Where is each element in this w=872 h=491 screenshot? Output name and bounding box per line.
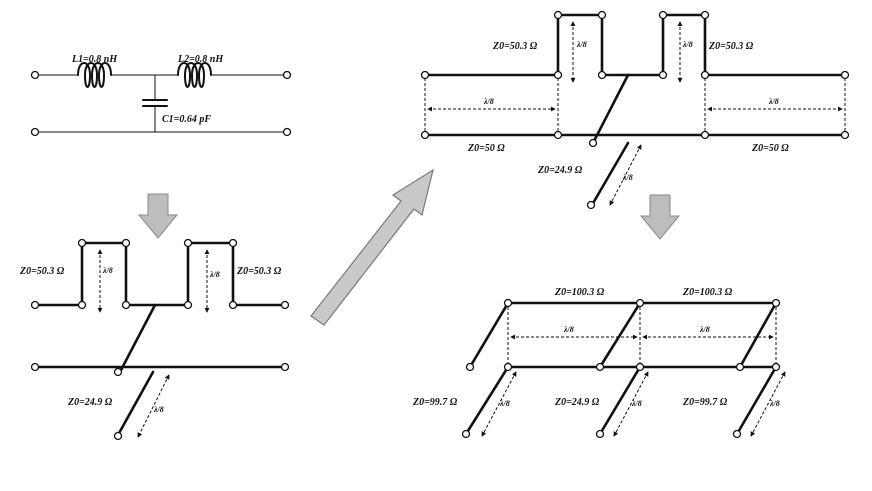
junction-node xyxy=(465,362,475,372)
label-len-stub-left: λ/8 xyxy=(576,40,587,49)
stub-node xyxy=(183,300,193,310)
final-diag-line xyxy=(738,301,778,369)
label-len-left: λ/8 xyxy=(102,266,113,275)
expanded-junction-line xyxy=(591,73,630,145)
stub-junction-line xyxy=(118,303,157,374)
port-node xyxy=(30,300,40,310)
label-z-bottom: Z0=24.9 Ω xyxy=(537,165,583,176)
label-len-bottom: λ/8 xyxy=(153,405,164,414)
junction-node xyxy=(503,298,513,308)
stub-end-node xyxy=(113,431,123,441)
label-z-bottom: Z0=24.9 Ω xyxy=(67,397,113,408)
port-node xyxy=(280,300,290,310)
port-node xyxy=(280,362,290,372)
port-node xyxy=(420,130,430,140)
stub-node xyxy=(700,70,710,80)
port-node xyxy=(840,130,850,140)
stub-open-line xyxy=(116,370,155,437)
label-z-bottom-right: Z0=99.7 Ω xyxy=(682,397,728,408)
port-node xyxy=(840,70,850,80)
junction-node xyxy=(595,362,605,372)
label-z-top-left: Z0=50.3 Ω xyxy=(492,41,538,52)
stub-node xyxy=(658,70,668,80)
stub-node xyxy=(588,138,598,148)
stub-end-node xyxy=(121,238,131,248)
label-z-bottom-left: Z0=99.7 Ω xyxy=(412,397,458,408)
inductor-l1 xyxy=(77,62,112,88)
label-l1: L1=0.8 nH xyxy=(71,54,118,65)
junction-node xyxy=(771,298,781,308)
length-arrow xyxy=(481,371,517,437)
stub-end-node xyxy=(461,429,471,439)
final-circuit: Z0=100.3 Ω Z0=100.3 Ω Z0=99.7 Ω Z0=24.9 … xyxy=(412,287,786,439)
length-arrow xyxy=(613,371,649,437)
label-len-line-right: λ/8 xyxy=(768,97,779,106)
port-node xyxy=(420,70,430,80)
label-z-bottom-mid: Z0=24.9 Ω xyxy=(554,397,600,408)
stub-node xyxy=(113,367,123,377)
stub-end-node xyxy=(183,238,193,248)
length-arrow xyxy=(609,144,642,206)
junction-node xyxy=(735,362,745,372)
inductor-l2 xyxy=(177,62,212,88)
label-z-top-right: Z0=100.3 Ω xyxy=(682,287,733,298)
junction-node xyxy=(635,362,645,372)
stub-node xyxy=(228,300,238,310)
stub-circuit: Z0=50.3 Ω Z0=50.3 Ω Z0=24.9 Ω λ/8 λ/8 λ/… xyxy=(19,238,290,441)
transform-arrow-icon xyxy=(310,168,434,326)
junction-node xyxy=(503,362,513,372)
port-node xyxy=(30,127,40,137)
stub-node xyxy=(121,300,131,310)
lumped-circuit: L1=0.8 nH L2=0.8 nH C1=0.64 pF xyxy=(30,54,292,137)
length-arrow xyxy=(137,374,170,438)
expanded-circuit: Z0=50.3 Ω Z0=50.3 Ω Z0=50 Ω Z0=50 Ω Z0=2… xyxy=(420,10,850,210)
stub-end-node xyxy=(553,10,563,20)
port-node xyxy=(30,362,40,372)
stub-main-line xyxy=(33,241,287,307)
label-len-b3: λ/8 xyxy=(769,399,780,408)
port-node xyxy=(30,70,40,80)
down-arrow-icon xyxy=(137,193,179,239)
junction-node xyxy=(771,362,781,372)
stub-node xyxy=(700,130,710,140)
stub-end-node xyxy=(228,238,238,248)
label-z-top-right: Z0=50.3 Ω xyxy=(708,41,754,52)
junction-node xyxy=(635,298,645,308)
label-l2: L2=0.8 nH xyxy=(177,54,224,65)
stub-node xyxy=(553,130,563,140)
stub-end-node xyxy=(700,10,710,20)
expanded-main-line xyxy=(423,13,847,77)
stub-end-node xyxy=(595,429,605,439)
stub-node xyxy=(553,70,563,80)
final-diag-line xyxy=(598,301,642,369)
label-z-line-right: Z0=50 Ω xyxy=(751,143,789,154)
port-node xyxy=(282,127,292,137)
stub-end-node xyxy=(586,200,596,210)
stub-end-node xyxy=(658,10,668,20)
label-z-right: Z0=50.3 Ω xyxy=(236,266,282,277)
stub-end-node xyxy=(732,429,742,439)
port-node xyxy=(282,70,292,80)
stub-end-node xyxy=(77,238,87,248)
final-diag-line xyxy=(468,301,510,369)
label-len-right: λ/8 xyxy=(209,270,220,279)
stub-node xyxy=(597,70,607,80)
stub-end-node xyxy=(597,10,607,20)
label-len-line-left: λ/8 xyxy=(483,97,494,106)
length-arrow xyxy=(750,371,786,437)
label-len-b1: λ/8 xyxy=(499,399,510,408)
label-len-stub-right: λ/8 xyxy=(682,40,693,49)
label-len-top-left: λ/8 xyxy=(563,325,574,334)
stub-node xyxy=(77,300,87,310)
label-len-b2: λ/8 xyxy=(631,399,642,408)
label-z-top-left: Z0=100.3 Ω xyxy=(554,287,605,298)
label-c1: C1=0.64 pF xyxy=(162,114,211,125)
label-len-top-right: λ/8 xyxy=(699,325,710,334)
label-z-line-left: Z0=50 Ω xyxy=(467,143,505,154)
label-z-left: Z0=50.3 Ω xyxy=(19,266,65,277)
down-arrow-icon xyxy=(639,194,681,240)
label-len-bottom: λ/8 xyxy=(622,173,633,182)
